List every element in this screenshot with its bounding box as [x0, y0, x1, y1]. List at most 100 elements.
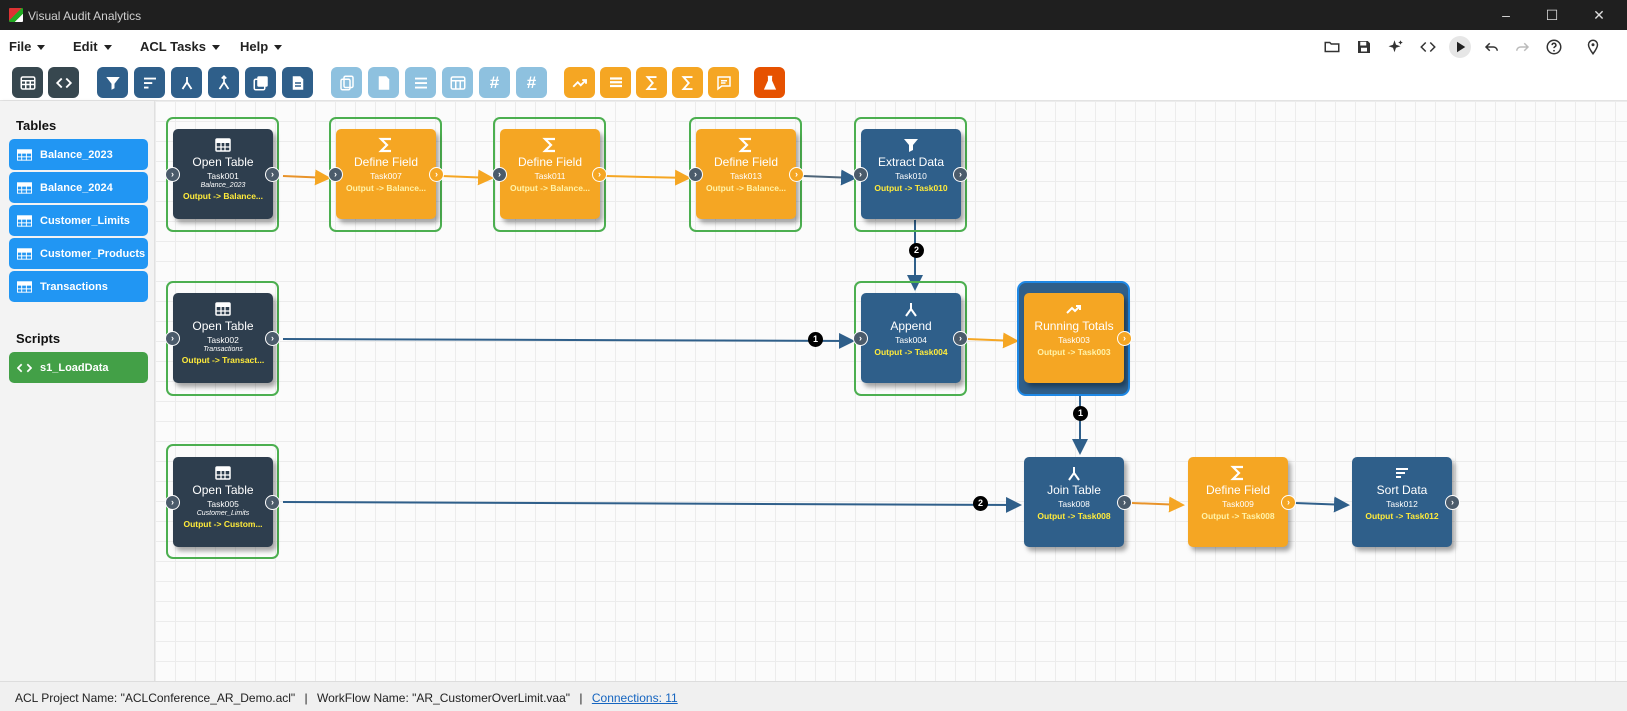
input-port[interactable]: ›: [328, 167, 343, 182]
menu-acl-tasks[interactable]: ACL Tasks: [140, 39, 220, 54]
menu-file-label: File: [9, 39, 32, 54]
total-button[interactable]: [672, 67, 703, 98]
grid-button[interactable]: [442, 67, 473, 98]
open-folder-icon[interactable]: [1321, 36, 1343, 58]
append-icon: [861, 293, 961, 317]
node-define-field-task011[interactable]: Define Field Task011 Output -> Balance..…: [500, 129, 600, 219]
menu-help[interactable]: Help: [240, 39, 283, 54]
statistics-button[interactable]: #: [516, 67, 547, 98]
table-view-button[interactable]: [12, 67, 43, 98]
maximize-button[interactable]: ☐: [1545, 7, 1559, 23]
run-icon[interactable]: [1449, 36, 1471, 58]
node-open-table-task001[interactable]: Open Table Task001 Balance_2023 Output -…: [173, 129, 273, 219]
document-button[interactable]: [368, 67, 399, 98]
node-title: Define Field: [353, 155, 419, 169]
output-port[interactable]: ›: [429, 167, 444, 182]
node-define-field-task007[interactable]: Define Field Task007 Output -> Balance..…: [336, 129, 436, 219]
output-port[interactable]: ›: [789, 167, 804, 182]
count-button[interactable]: #: [479, 67, 510, 98]
node-task-id: Task001: [207, 171, 239, 181]
sort-button[interactable]: [134, 67, 165, 98]
table-icon: [17, 181, 32, 194]
node-running-totals-task003[interactable]: Running Totals Task003 Output -> Task003: [1024, 293, 1124, 383]
copy-button[interactable]: [331, 67, 362, 98]
scripts-heading: Scripts: [16, 331, 61, 346]
node-task-id: Task010: [895, 171, 927, 181]
append-button[interactable]: [208, 67, 239, 98]
output-port[interactable]: ›: [1117, 495, 1132, 510]
connections-link[interactable]: Connections: 11: [591, 691, 678, 705]
node-title: Open Table: [192, 319, 254, 333]
node-extract-data-task010[interactable]: Extract Data Task010 Output -> Task010: [861, 129, 961, 219]
input-port[interactable]: ›: [688, 167, 703, 182]
output-port[interactable]: ›: [1281, 495, 1296, 510]
output-port[interactable]: ›: [1445, 495, 1460, 510]
join-button[interactable]: [171, 67, 202, 98]
connection-badge: 1: [1073, 406, 1088, 421]
undo-icon[interactable]: [1481, 36, 1503, 58]
close-button[interactable]: ✕: [1593, 7, 1605, 23]
code-icon[interactable]: [1417, 36, 1439, 58]
table-item-transactions[interactable]: Transactions: [9, 271, 148, 302]
output-port[interactable]: ›: [953, 331, 968, 346]
output-port[interactable]: ›: [265, 167, 280, 182]
wire-task011-task013: [605, 169, 691, 186]
node-define-field-task013[interactable]: Define Field Task013 Output -> Balance..…: [696, 129, 796, 219]
wire-task007-task011: [441, 169, 494, 186]
summarize-button[interactable]: [282, 67, 313, 98]
menu-edit[interactable]: Edit: [73, 39, 112, 54]
redo-icon[interactable]: [1511, 36, 1533, 58]
running-totals-button[interactable]: [564, 67, 595, 98]
node-sort-data-task012[interactable]: Sort Data Task012 Output -> Task012: [1352, 457, 1452, 547]
stack-button[interactable]: [600, 67, 631, 98]
settings-pin-icon[interactable]: [1582, 36, 1604, 58]
input-port[interactable]: ›: [165, 167, 180, 182]
minimize-button[interactable]: –: [1502, 7, 1510, 23]
lab-flask-button[interactable]: [754, 67, 785, 98]
filter-button[interactable]: [97, 67, 128, 98]
node-task-id: Task013: [730, 171, 762, 181]
table-item-balance-2023[interactable]: Balance_2023: [9, 139, 148, 170]
window-title: Visual Audit Analytics: [28, 9, 142, 23]
output-port[interactable]: ›: [265, 495, 280, 510]
input-port[interactable]: ›: [853, 167, 868, 182]
node-open-table-task002[interactable]: Open Table Task002 Transactions Output -…: [173, 293, 273, 383]
table-icon: [173, 293, 273, 317]
node-task-id: Task007: [370, 171, 402, 181]
table-icon: [173, 457, 273, 481]
sparkle-icon[interactable]: [1385, 36, 1407, 58]
script-view-button[interactable]: [48, 67, 79, 98]
list-button[interactable]: [405, 67, 436, 98]
table-item-customer-limits[interactable]: Customer_Limits: [9, 205, 148, 236]
menu-file[interactable]: File: [9, 39, 46, 54]
node-title: Append: [890, 319, 932, 333]
output-port[interactable]: ›: [592, 167, 607, 182]
save-icon[interactable]: [1353, 36, 1375, 58]
node-define-field-task009[interactable]: Define Field Task009 Output -> Task008: [1188, 457, 1288, 547]
input-port[interactable]: ›: [165, 495, 180, 510]
sidebar: Tables Balance_2023 Balance_2024 Custome…: [0, 101, 155, 681]
workflow-canvas[interactable]: 2 1 1 2 Open Table Task001 Balance_2023 …: [155, 101, 1627, 681]
node-join-table-task008[interactable]: Join Table Task008 Output -> Task008: [1024, 457, 1124, 547]
output-port[interactable]: ›: [953, 167, 968, 182]
help-icon[interactable]: [1543, 36, 1565, 58]
node-output: Output -> Balance...: [705, 183, 787, 193]
input-port[interactable]: ›: [853, 331, 868, 346]
table-item-customer-products[interactable]: Customer_Products: [9, 238, 148, 269]
output-port[interactable]: ›: [265, 331, 280, 346]
connection-badge: 2: [973, 496, 988, 511]
node-task-id: Task005: [207, 499, 239, 509]
table-item-balance-2024[interactable]: Balance_2024: [9, 172, 148, 203]
input-port[interactable]: ›: [492, 167, 507, 182]
define-field-button[interactable]: [636, 67, 667, 98]
output-port[interactable]: ›: [1117, 331, 1132, 346]
comment-button[interactable]: [708, 67, 739, 98]
node-title: Define Field: [1205, 483, 1271, 497]
node-task-id: Task003: [1058, 335, 1090, 345]
script-item-s1-loaddata[interactable]: s1_LoadData: [9, 352, 148, 383]
node-append-task004[interactable]: Append Task004 Output -> Task004: [861, 293, 961, 383]
input-port[interactable]: ›: [165, 331, 180, 346]
merge-button[interactable]: [245, 67, 276, 98]
node-open-table-task005[interactable]: Open Table Task005 Customer_Limits Outpu…: [173, 457, 273, 547]
node-title: Running Totals: [1034, 319, 1114, 333]
